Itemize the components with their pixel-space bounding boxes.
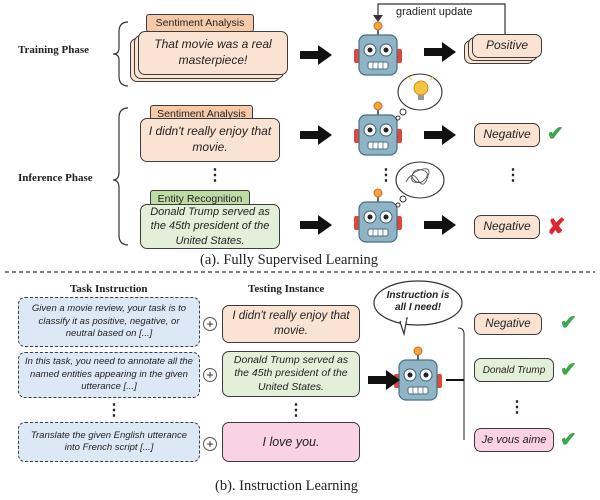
gradient-update-line bbox=[377, 3, 506, 40]
inference2-input-text: Donald Trump served as the 45th presiden… bbox=[150, 206, 270, 247]
training-output-text: Positive bbox=[485, 38, 529, 53]
robot-icon bbox=[353, 188, 403, 243]
test3-text: I love you. bbox=[262, 434, 320, 449]
instruction3-text: Translate the given English utterance in… bbox=[30, 429, 188, 453]
plus-icon: + bbox=[203, 317, 217, 331]
inference1-input: I didn't really enjoy that movie. bbox=[140, 118, 280, 162]
arrow-icon bbox=[424, 215, 456, 235]
check-icon: ✔ bbox=[560, 429, 577, 451]
test1-text: I didn't really enjoy that movie. bbox=[232, 310, 350, 337]
arrow-icon bbox=[300, 45, 332, 65]
vertical-dots: ⋮ bbox=[106, 402, 122, 419]
check-icon: ✔ bbox=[547, 123, 564, 145]
arrow-icon bbox=[424, 42, 456, 62]
inference1-output: Negative bbox=[474, 123, 540, 147]
arrow-icon bbox=[424, 125, 456, 145]
output1-text: Negative bbox=[485, 317, 531, 330]
task-instruction-header: Task Instruction bbox=[70, 283, 148, 295]
vertical-dots: ⋮ bbox=[378, 167, 394, 184]
check-icon: ✔ bbox=[560, 359, 577, 381]
inference2-input: Donald Trump served as the 45th presiden… bbox=[140, 204, 280, 249]
scribble-thought-bubble bbox=[395, 161, 445, 208]
vertical-dots: ⋮ bbox=[288, 402, 304, 419]
instruction3-box: Translate the given English utterance in… bbox=[18, 422, 200, 462]
inference1-input-text: I didn't really enjoy that movie. bbox=[148, 124, 272, 154]
bubble-text: Instruction is all I need! bbox=[386, 290, 450, 313]
training-input-text: That movie was a real masterpiece! bbox=[154, 37, 272, 67]
output3-text: Je vous aime bbox=[481, 433, 547, 446]
inference2-output-text: Negative bbox=[483, 219, 531, 234]
test2-box: Donald Trump served as the 45th presiden… bbox=[222, 351, 360, 397]
output2-text: Donald Trump bbox=[482, 364, 546, 376]
instruction2-text: In this task, you need to annotate all t… bbox=[25, 356, 193, 393]
robot-icon bbox=[393, 346, 443, 401]
lightbulb-thought-bubble bbox=[395, 73, 443, 121]
output3-box: Je vous aime bbox=[474, 428, 554, 452]
instruction1-text: Given a movie review, your task is to cl… bbox=[31, 303, 187, 340]
testing-instance-header: Testing Instance bbox=[248, 283, 325, 295]
inference2-output: Negative bbox=[474, 215, 540, 239]
gradient-update-label: gradient update bbox=[396, 6, 473, 18]
arrow-icon bbox=[300, 125, 332, 145]
speech-bubble bbox=[373, 280, 463, 326]
inference1-output-text: Negative bbox=[483, 127, 531, 142]
test1-box: I didn't really enjoy that movie. bbox=[222, 305, 360, 343]
instruction-caption: (b). Instruction Learning bbox=[215, 478, 358, 494]
plus-icon: + bbox=[203, 368, 217, 382]
output2-box: Donald Trump bbox=[474, 358, 554, 382]
test3-box: I love you. bbox=[222, 422, 360, 462]
robot-icon bbox=[353, 21, 403, 76]
inference-brace bbox=[112, 107, 129, 246]
training-brace bbox=[112, 21, 129, 87]
inference-phase-label: Inference Phase bbox=[18, 172, 93, 184]
output-bracket bbox=[457, 327, 465, 440]
vertical-dots: ⋮ bbox=[207, 167, 223, 184]
training-output: Positive bbox=[472, 34, 542, 58]
cross-icon: ✘ bbox=[547, 214, 566, 239]
output1-box: Negative bbox=[474, 313, 542, 335]
lightbulb-icon bbox=[408, 76, 434, 100]
check-icon: ✔ bbox=[560, 312, 577, 334]
vertical-dots: ⋮ bbox=[505, 167, 521, 184]
arrow-icon bbox=[300, 215, 332, 235]
training-phase-label: Training Phase bbox=[18, 44, 90, 56]
vertical-dots: ⋮ bbox=[509, 399, 525, 416]
supervised-caption: (a). Fully Supervised Learning bbox=[200, 252, 378, 268]
plus-icon: + bbox=[203, 437, 217, 451]
robot-icon bbox=[353, 101, 403, 156]
instruction2-box: In this task, you need to annotate all t… bbox=[18, 352, 200, 398]
scribble-icon bbox=[405, 168, 430, 185]
training-task-tag: Sentiment Analysis bbox=[146, 14, 254, 32]
test2-text: Donald Trump served as the 45th presiden… bbox=[233, 353, 349, 393]
instruction1-box: Given a movie review, your task is to cl… bbox=[18, 297, 200, 347]
